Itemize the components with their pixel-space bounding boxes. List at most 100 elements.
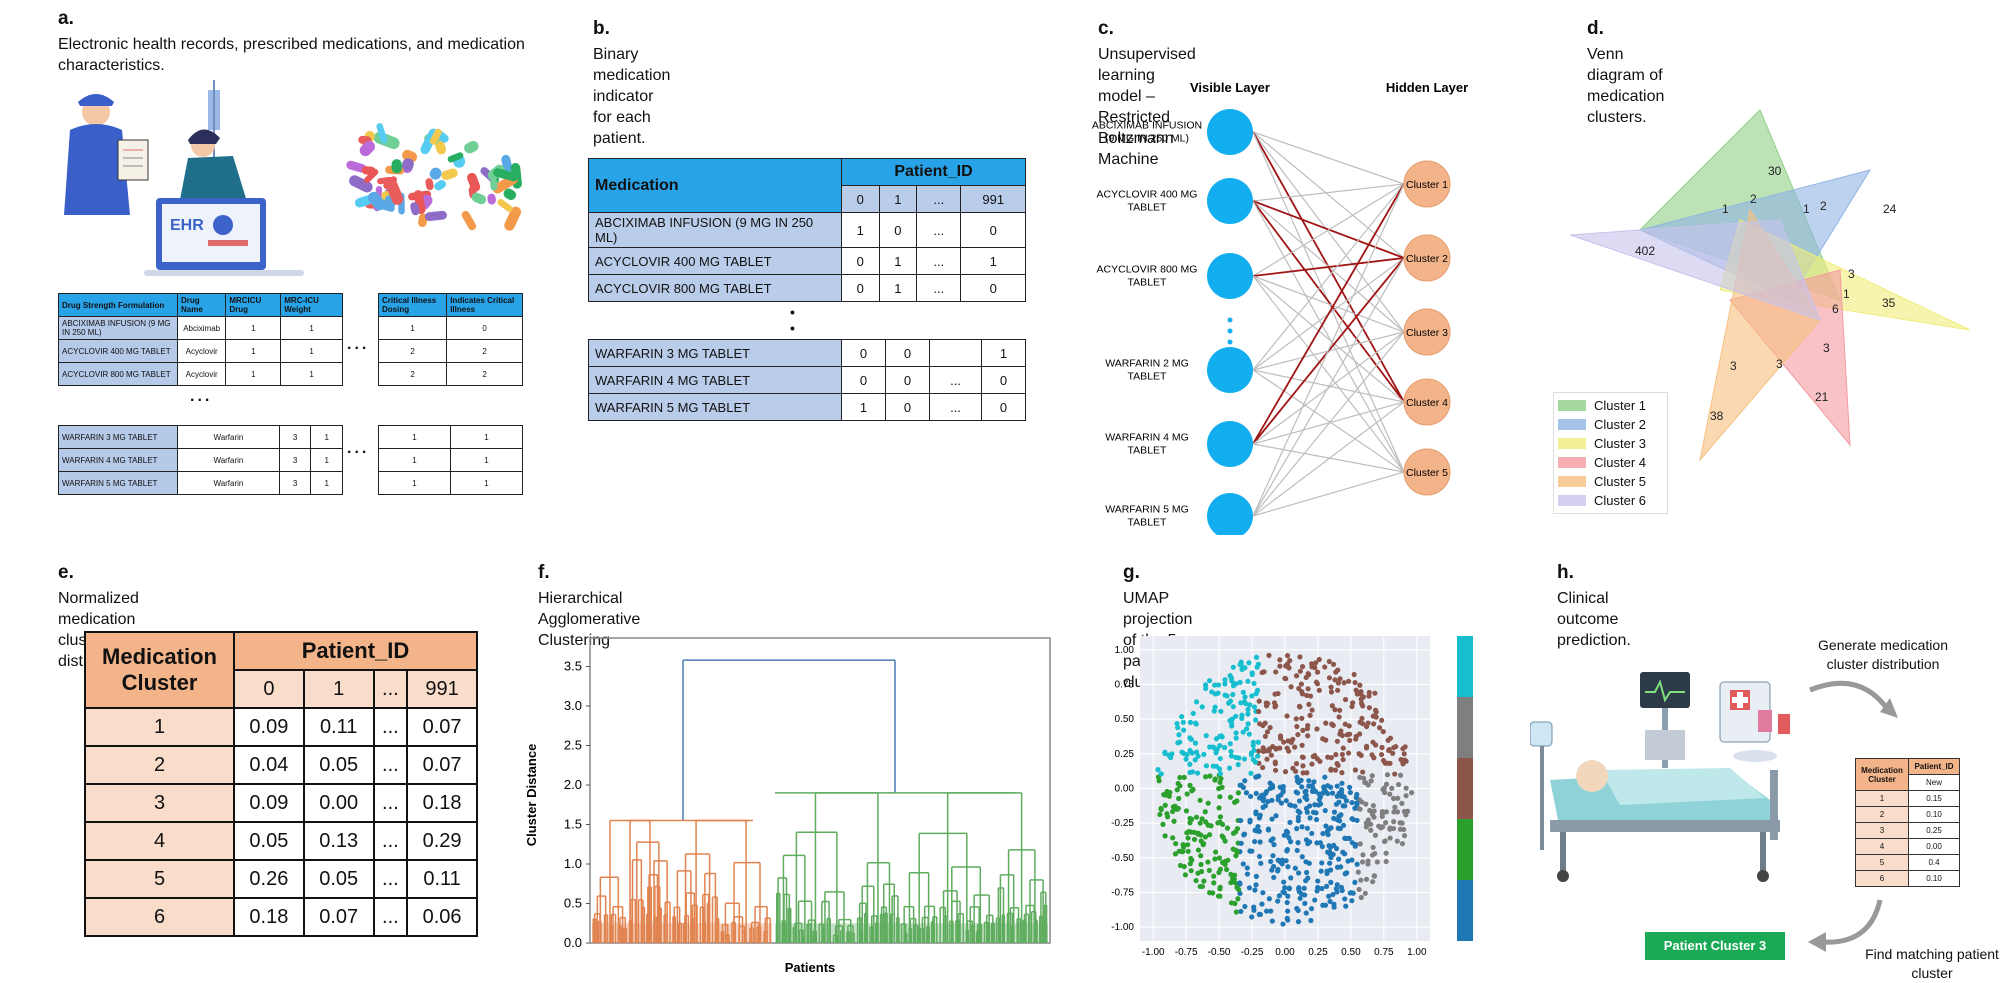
umap-point: [1215, 690, 1221, 696]
umap-point: [1181, 727, 1187, 733]
cluster-distribution-table: Medication Cluster Patient_ID 0 1 ... 99…: [84, 631, 478, 937]
umap-point: [1308, 917, 1314, 924]
umap-point: [1379, 717, 1385, 723]
umap-point: [1230, 875, 1236, 882]
table-cell: 6: [1855, 870, 1909, 887]
table-row: WARFARIN 5 MG TABLET 1 0 ... 0: [588, 393, 1027, 421]
umap-point: [1170, 808, 1176, 815]
umap-point: [1319, 885, 1325, 892]
venn-number: 3: [1776, 357, 1783, 371]
umap-point: [1370, 802, 1376, 809]
umap-point: [1172, 851, 1179, 857]
umap-point: [1267, 724, 1273, 731]
umap-point: [1230, 664, 1236, 670]
table-cell: 0.4: [1908, 854, 1960, 871]
y-tick-label: 0.50: [1115, 714, 1135, 725]
visible-node: [1207, 253, 1253, 299]
table-cell: 0.29: [406, 821, 478, 861]
umap-point: [1183, 756, 1189, 762]
y-tick-label: 0.00: [1115, 784, 1135, 795]
umap-point: [1185, 842, 1191, 848]
table-cell: 0.06: [406, 897, 478, 937]
umap-point: [1271, 700, 1278, 706]
umap-point: [1217, 771, 1223, 777]
colorbar-segment: [1457, 697, 1473, 758]
ehr-illustration: EHR: [64, 80, 304, 276]
umap-point: [1401, 826, 1407, 833]
umap-point: [1338, 864, 1344, 870]
umap-point: [1369, 852, 1376, 858]
table-cell: 1: [225, 316, 282, 340]
umap-point: [1303, 910, 1309, 916]
umap-point: [1336, 799, 1342, 805]
umap-point: [1212, 704, 1218, 710]
table-cell: 0: [840, 339, 887, 367]
umap-point: [1284, 908, 1291, 914]
pill: [376, 123, 388, 144]
rbm-edge: [1252, 257, 1405, 277]
umap-point: [1293, 716, 1299, 722]
table-cell: 1: [878, 247, 918, 275]
umap-point: [1307, 693, 1314, 699]
umap-point: [1352, 879, 1358, 886]
umap-point: [1299, 854, 1305, 860]
rbm-edge: [1252, 200, 1405, 403]
umap-point: [1273, 813, 1279, 819]
umap-point: [1383, 858, 1389, 865]
umap-point: [1322, 774, 1328, 780]
umap-point: [1255, 661, 1262, 667]
umap-point: [1305, 686, 1311, 692]
umap-point: [1361, 775, 1367, 781]
umap-point: [1212, 856, 1218, 862]
umap-point: [1297, 654, 1303, 660]
umap-point: [1389, 785, 1395, 791]
table-cell: ...: [916, 212, 962, 248]
umap-point: [1314, 888, 1320, 894]
hidden-node-label: Cluster 2: [1406, 253, 1448, 265]
header-patient-id: Patient_ID: [1908, 758, 1960, 775]
umap-point: [1240, 784, 1247, 791]
pill: [441, 168, 458, 180]
critical-illness-table: Critical Illness Dosing Indicates Critic…: [377, 293, 523, 386]
legend-label: Cluster 4: [1594, 455, 1647, 470]
legend-swatch: [1558, 476, 1586, 487]
umap-point: [1253, 717, 1259, 723]
umap-point: [1328, 867, 1334, 873]
ellipsis-dot: [1227, 317, 1233, 323]
umap-point: [1270, 784, 1276, 790]
umap-point: [1277, 859, 1283, 865]
table-cell: Abciximab: [176, 316, 227, 340]
umap-point: [1315, 878, 1321, 884]
umap-point: [1342, 896, 1348, 902]
table-cell: ...: [916, 247, 962, 275]
umap-point: [1359, 715, 1365, 722]
umap-point: [1264, 789, 1270, 795]
umap-point: [1387, 826, 1393, 832]
umap-point: [1188, 868, 1194, 874]
drug-characteristics-table: Drug Strength Formulation Drug Name MRCI…: [58, 293, 343, 386]
umap-point: [1256, 708, 1262, 715]
header-drug-name: Drug Name: [176, 293, 227, 317]
pill: [497, 198, 513, 213]
umap-point: [1325, 783, 1331, 789]
y-tick-label: 0.25: [1115, 749, 1135, 760]
venn-number: 35: [1882, 296, 1896, 310]
umap-point: [1193, 749, 1200, 755]
umap-point: [1222, 744, 1228, 751]
umap-point: [1367, 807, 1373, 814]
table-cell: 1: [378, 471, 451, 495]
umap-point: [1409, 790, 1415, 796]
umap-point: [1295, 814, 1302, 820]
umap-point: [1269, 816, 1275, 822]
umap-point: [1352, 767, 1359, 773]
umap-point: [1355, 869, 1361, 875]
umap-point: [1275, 866, 1281, 873]
table-cell: 0: [841, 274, 880, 302]
umap-point: [1238, 817, 1244, 824]
colorbar-segment: [1457, 758, 1473, 819]
panel-h-title: Clinical outcome prediction.: [1557, 590, 1631, 649]
